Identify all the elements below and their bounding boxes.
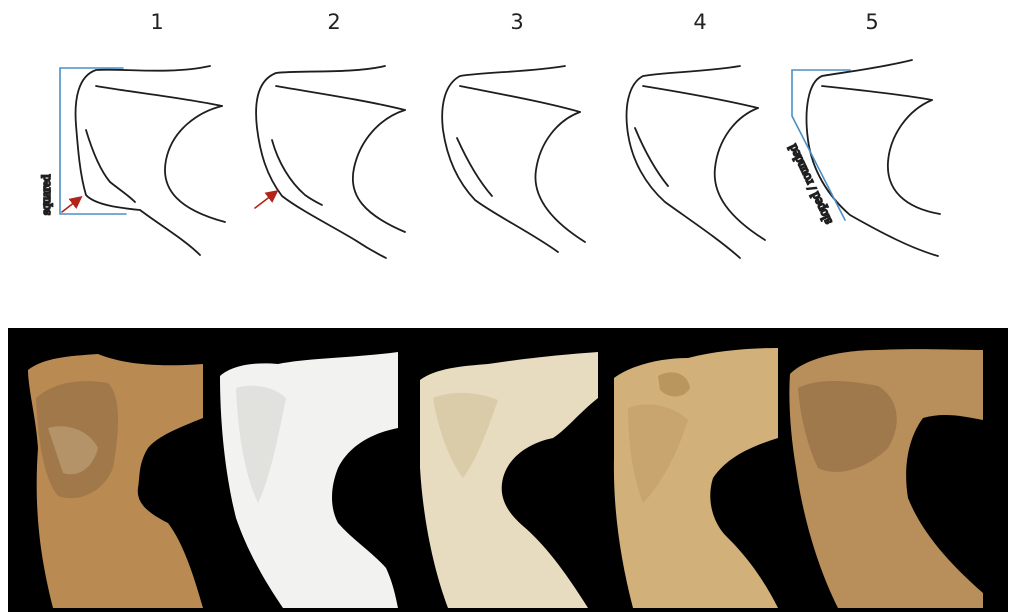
- stage-4-sketch: [627, 66, 765, 258]
- stage-1-sketch: squared: [38, 66, 225, 255]
- stage-2-arrow: [255, 192, 276, 208]
- stage-2-sketch: [255, 66, 405, 258]
- stage-1-arrow: [62, 198, 80, 212]
- squared-label: squared: [38, 174, 53, 215]
- stage-3-sketch: [442, 66, 585, 252]
- specimen-photo-strip: [8, 328, 1008, 612]
- specimen-photos: [8, 328, 1008, 612]
- stage-5-sketch: sloped / rounded: [784, 60, 940, 256]
- stage-sketches: squared sloped / rounded: [0, 0, 1014, 300]
